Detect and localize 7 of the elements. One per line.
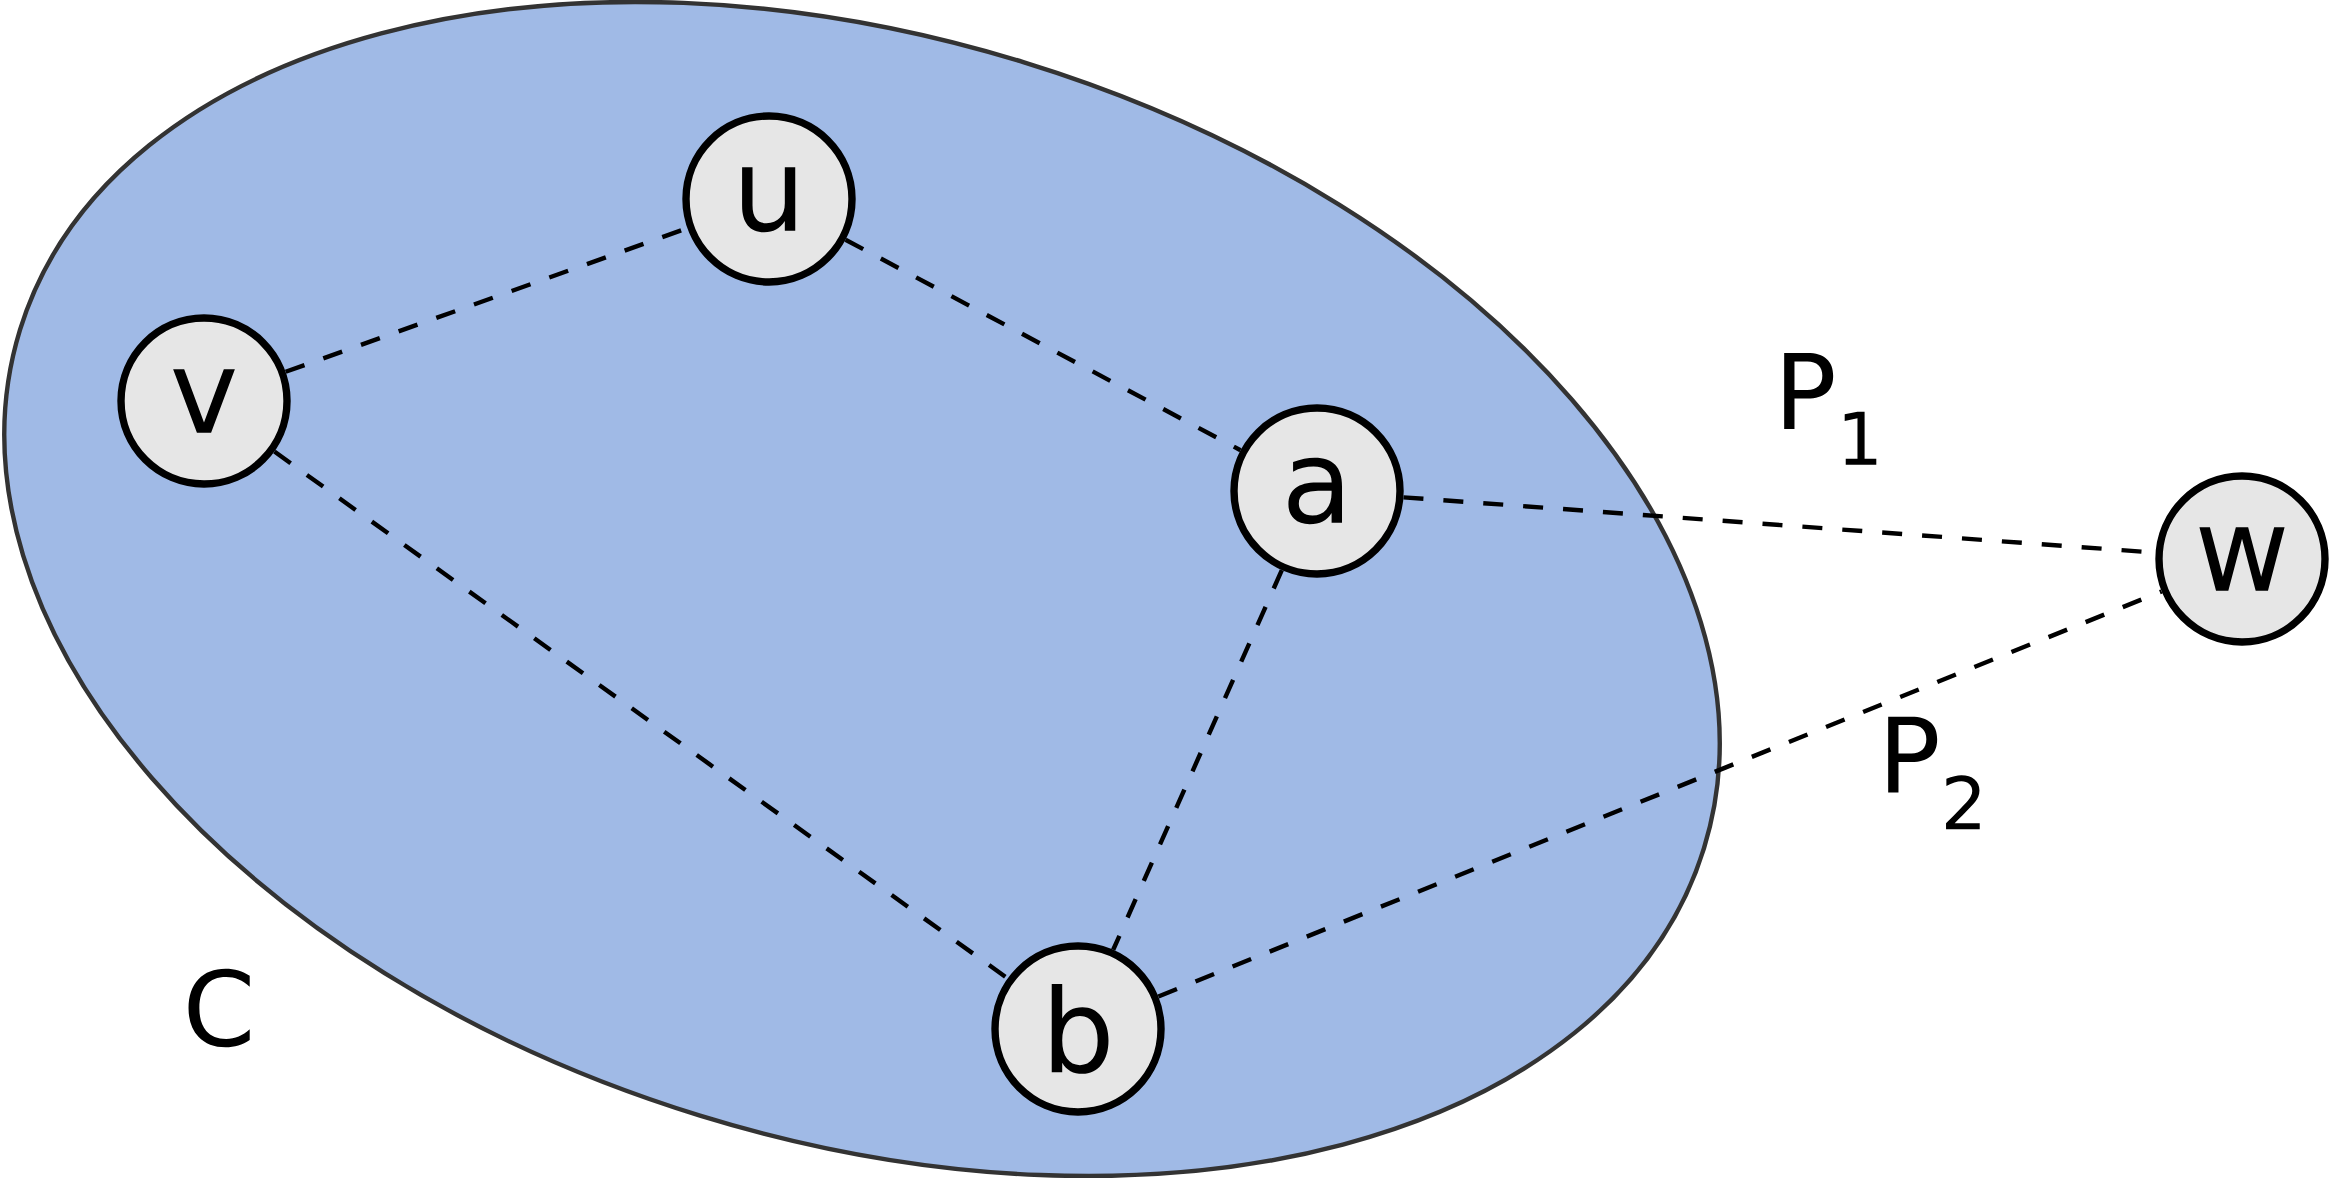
region-label: C — [188, 968, 250, 1048]
dashed-line — [1111, 569, 1284, 951]
dashed-line — [273, 449, 1009, 981]
edge-label: P$_{1}$ — [1784, 353, 1877, 465]
edge-label: P$_{2}$ — [1888, 716, 1980, 830]
dashed-line — [844, 237, 1242, 453]
dashed-line — [1157, 589, 2163, 999]
